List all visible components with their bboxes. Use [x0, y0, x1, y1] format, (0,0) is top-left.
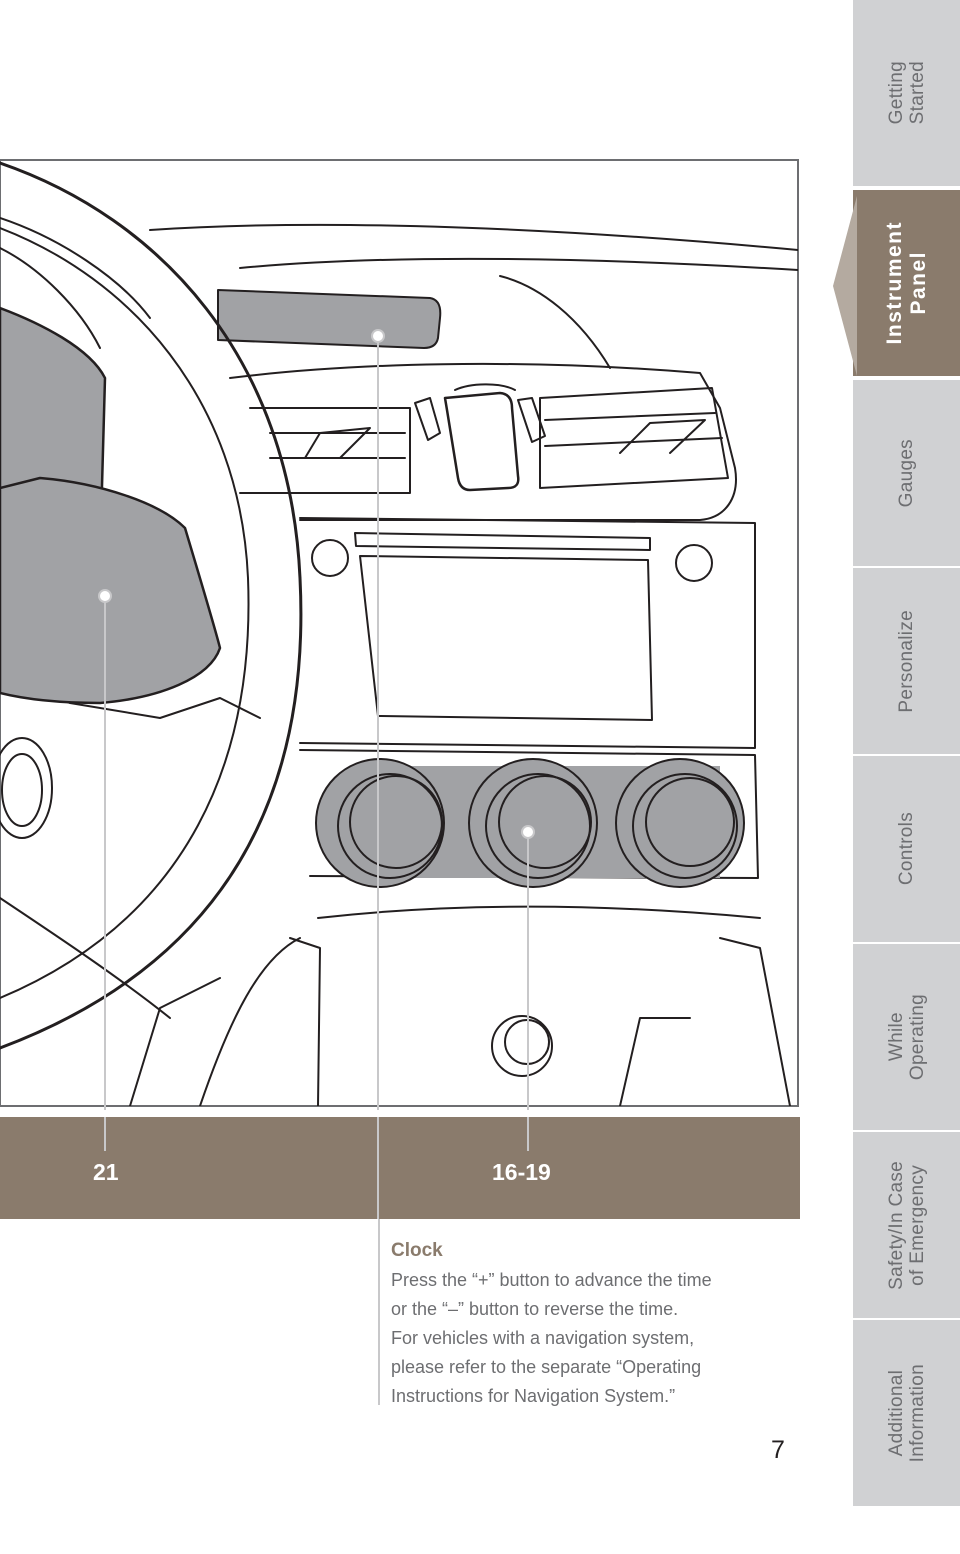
tab-safety-emergency[interactable]: Safety/In Case of Emergency	[853, 1132, 960, 1318]
tab-label: While Operating	[885, 993, 928, 1081]
clock-caption: Clock Press the “+” button to advance th…	[391, 1240, 811, 1411]
tab-controls[interactable]: Controls	[853, 756, 960, 942]
active-tab-pointer-icon	[833, 196, 857, 376]
tab-label: Controls	[896, 812, 917, 886]
tab-label: Additional Information	[885, 1363, 928, 1463]
instrument-panel-illustration	[0, 159, 799, 1110]
tab-label: Personalize	[896, 609, 917, 713]
caption-line: Instructions for Navigation System.”	[391, 1386, 676, 1406]
callout-page-16-19: 16-19	[492, 1159, 551, 1185]
tab-label: Safety/In Case of Emergency	[885, 1160, 928, 1290]
tab-getting-started[interactable]: Getting Started	[853, 0, 960, 186]
caption-line: or the “–” button to reverse the time.	[391, 1299, 679, 1319]
caption-line: For vehicles with a navigation system,	[391, 1328, 695, 1348]
callout-band: 21 16-19	[0, 1117, 800, 1219]
caption-title: Clock	[391, 1240, 443, 1261]
tab-personalize[interactable]: Personalize	[853, 568, 960, 754]
tab-label: Gauges	[896, 438, 917, 508]
tab-label: Getting Started	[885, 61, 928, 125]
callout-page-21: 21	[93, 1159, 119, 1185]
page-number: 7	[771, 1436, 785, 1464]
leader-line	[378, 1219, 380, 1405]
tab-instrument-panel[interactable]: Instrument Panel	[853, 190, 960, 376]
tab-additional-information[interactable]: Additional Information	[853, 1320, 960, 1506]
tab-while-operating[interactable]: While Operating	[853, 944, 960, 1130]
chapter-tabs: Getting Started Instrument Panel Gauges …	[853, 0, 960, 1508]
caption-line: Press the “+” button to advance the time	[391, 1270, 712, 1290]
leader-line	[527, 1117, 529, 1151]
tab-label: Instrument Panel	[882, 221, 930, 345]
tab-gauges[interactable]: Gauges	[853, 380, 960, 566]
leader-line	[104, 1117, 106, 1151]
caption-line: please refer to the separate “Operating	[391, 1357, 702, 1377]
leader-line	[377, 1117, 379, 1219]
